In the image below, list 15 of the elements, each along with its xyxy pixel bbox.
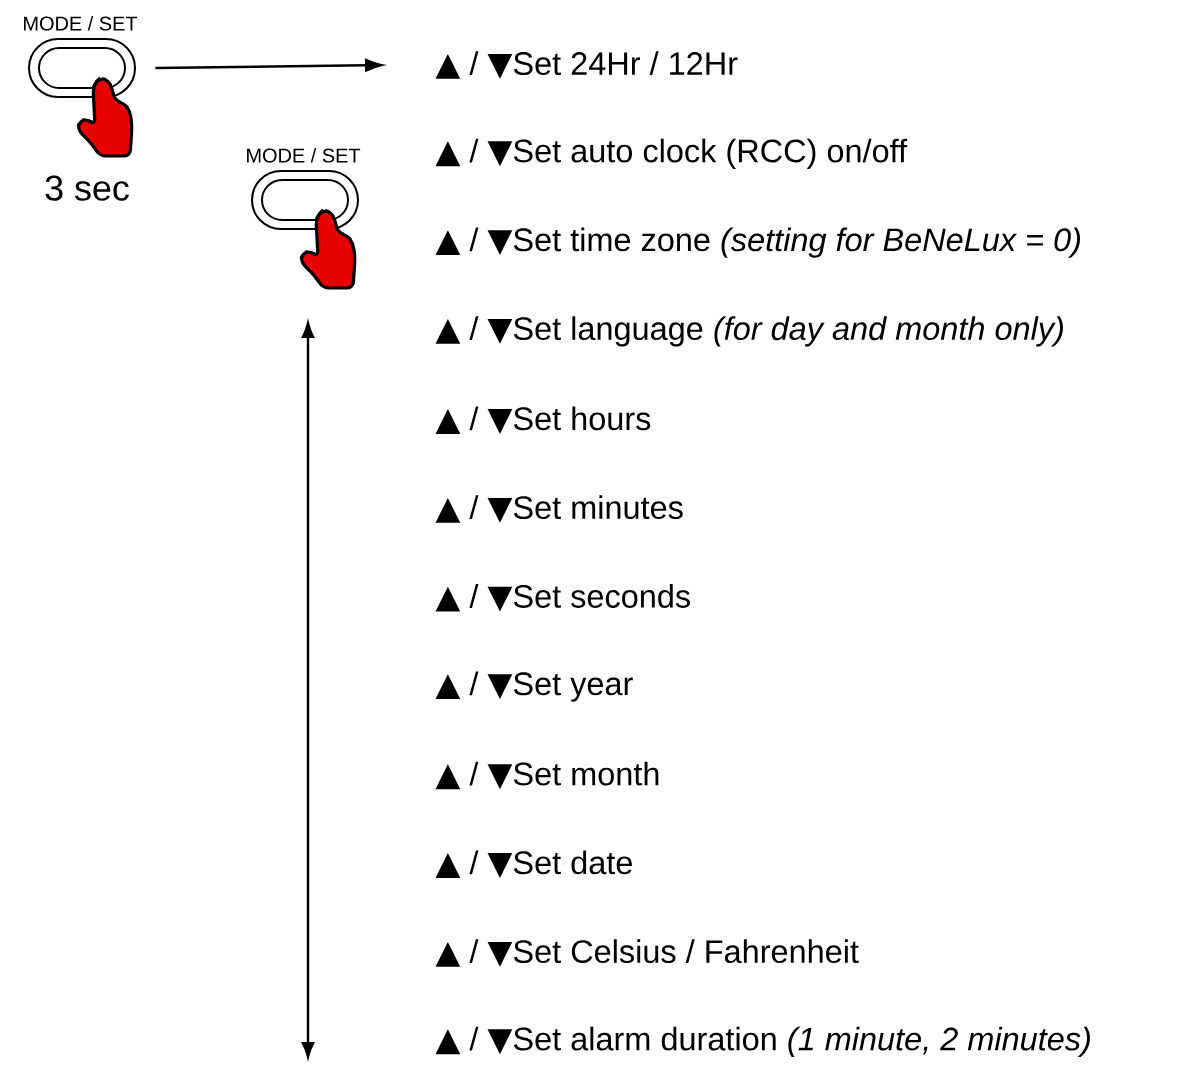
- setting-step: ▲ / ▼Set year: [435, 671, 633, 702]
- setting-step: ▲ / ▼Set minutes: [435, 495, 683, 523]
- setting-step: ▲ / ▼Set date: [435, 850, 632, 878]
- setting-step: ▲ / ▼Set hours: [435, 406, 651, 434]
- setting-step: ▲ / ▼Set time zone (setting for BeNeLux = 0): [435, 227, 1080, 258]
- setting-step: ▲ / ▼Set auto clock (RCC) on/off: [435, 138, 908, 169]
- setting-step: ▲ / ▼Set month: [435, 761, 659, 790]
- setting-step: ▲ / ▼Set alarm duration (1 minute, 2 minutes): [435, 1026, 1090, 1057]
- setting-step: ▲ / ▼Set Celsius / Fahrenheit: [435, 939, 859, 967]
- setting-step: ▲ / ▼Set seconds: [435, 584, 690, 612]
- setting-step: ▲ / ▼Set 24Hr / 12Hr: [435, 51, 738, 79]
- duration-label: 3 sec: [45, 175, 129, 201]
- setting-step: ▲ / ▼Set language (for day and month only): [435, 316, 1063, 347]
- button-label: MODE / SET: [247, 148, 361, 163]
- button-label: MODE / SET: [24, 16, 138, 31]
